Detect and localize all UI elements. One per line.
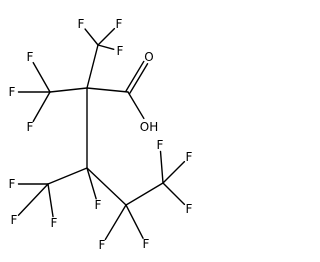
bond-C_cf3_top-F3 <box>97 44 115 50</box>
atom-label-f5: F <box>27 50 34 64</box>
bond-C_ch-C_cf3_bottom <box>47 167 88 185</box>
atom-label-f6: F <box>27 120 34 134</box>
bond-C_cf3_top-F2 <box>97 27 116 46</box>
bond-C_cf3_bottom-F9 <box>17 183 49 216</box>
bond-C_cf2-C_cf3_right <box>125 182 164 206</box>
atom-label-f4: F <box>9 85 16 99</box>
bond-C_quat-C_cf3_left <box>49 87 88 93</box>
bond-C_ch-C_cf2 <box>86 167 127 206</box>
atom-label-f15: F <box>186 202 193 216</box>
bond-C_cf3_left-F6 <box>32 91 51 123</box>
atom-label-f12: F <box>143 237 150 251</box>
atom-label-o-hydroxyl: OH <box>140 120 158 134</box>
bond-C_cf3_bottom-F10 <box>47 183 54 218</box>
bond-C_cf2-F12 <box>125 204 144 239</box>
bond-C_quat-C_cf3_top <box>86 44 99 89</box>
bond-layer <box>17 27 186 241</box>
bond-C_cf3_right-F14 <box>162 160 186 184</box>
atom-label-f2: F <box>116 17 123 31</box>
atom-label-f11: F <box>99 238 106 252</box>
atom-label-f7: F <box>95 198 102 212</box>
bond-C_quat-C_acid <box>86 87 129 93</box>
bond-C_ch-F7 <box>86 167 97 200</box>
atom-label-f8: F <box>9 177 16 191</box>
atom-label-f13: F <box>157 138 164 152</box>
atom-label-f14: F <box>186 150 193 164</box>
bond-C_cf3_left-F5 <box>32 61 51 93</box>
bond-C_acid-O_carbonyl-line1 <box>125 60 145 92</box>
atom-label-f1: F <box>78 17 85 31</box>
bond-C_cf3_right-F13 <box>159 150 164 184</box>
bond-C_cf3_top-F1 <box>84 28 99 46</box>
bond-C_cf2-F11 <box>104 204 127 241</box>
atom-label-f3: F <box>117 44 124 58</box>
atom-label-o-carbonyl: O <box>144 50 153 64</box>
atom-label-f10: F <box>51 216 58 230</box>
bond-C_acid-O_carbonyl-line2 <box>129 63 149 94</box>
bond-C_cf3_right-F15 <box>162 182 186 206</box>
atom-label-f9: F <box>11 213 18 227</box>
bond-C_acid-O_hydroxyl <box>127 91 145 120</box>
